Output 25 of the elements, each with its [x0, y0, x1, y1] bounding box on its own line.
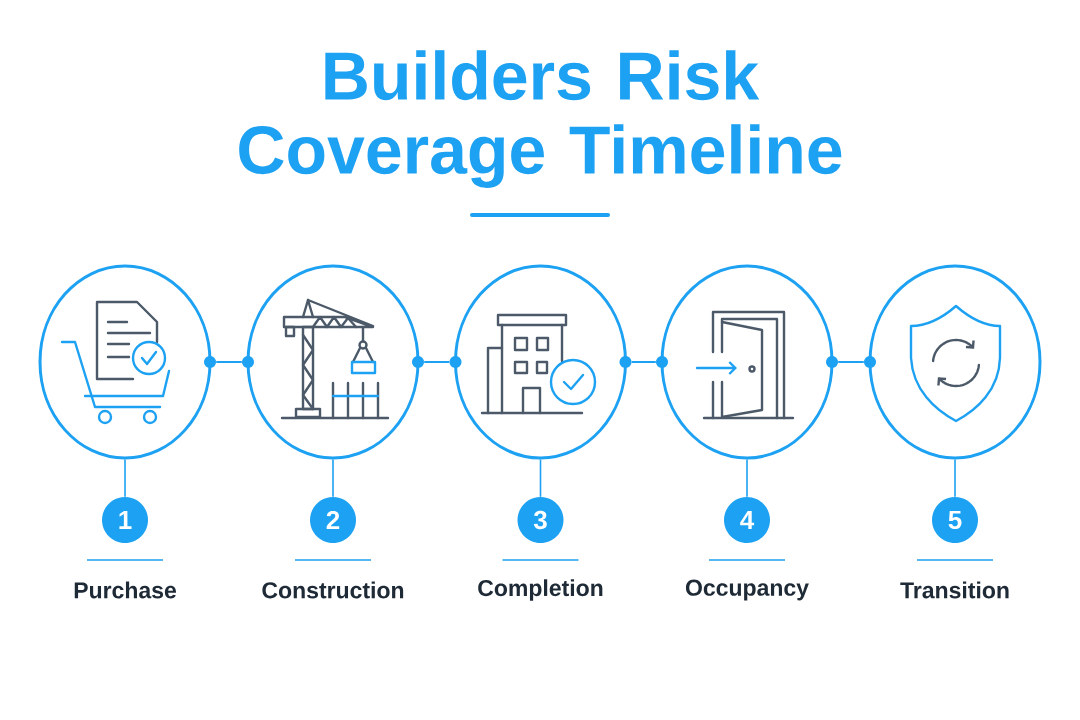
connector-line: [630, 361, 657, 363]
stage-circle: [38, 264, 212, 460]
connector-line: [954, 458, 956, 498]
stage-circle: [246, 264, 420, 460]
step-number-badge: 5: [932, 497, 978, 543]
connector-line: [215, 361, 243, 363]
connector-line: [539, 458, 542, 498]
step-label: Construction: [262, 581, 404, 599]
stage-circle: [660, 264, 834, 460]
step-label: Purchase: [74, 581, 176, 599]
step-number-badge: 2: [310, 497, 356, 543]
connector-line: [124, 458, 126, 498]
step-label: Completion: [478, 579, 603, 601]
connector-line: [746, 458, 748, 498]
step-number-badge: 3: [517, 497, 564, 543]
step-label: Transition: [900, 581, 1009, 599]
step-label: Occupancy: [685, 579, 809, 601]
title: Builders Risk Coverage Timeline: [239, 50, 842, 188]
step-number-badge: 4: [724, 497, 770, 543]
connector-line: [332, 458, 334, 498]
step-number-badge: 1: [102, 497, 148, 543]
stage-circle: [868, 264, 1042, 460]
stage-circle: [454, 264, 627, 460]
connector-line: [423, 361, 451, 363]
connector-line: [837, 361, 865, 363]
